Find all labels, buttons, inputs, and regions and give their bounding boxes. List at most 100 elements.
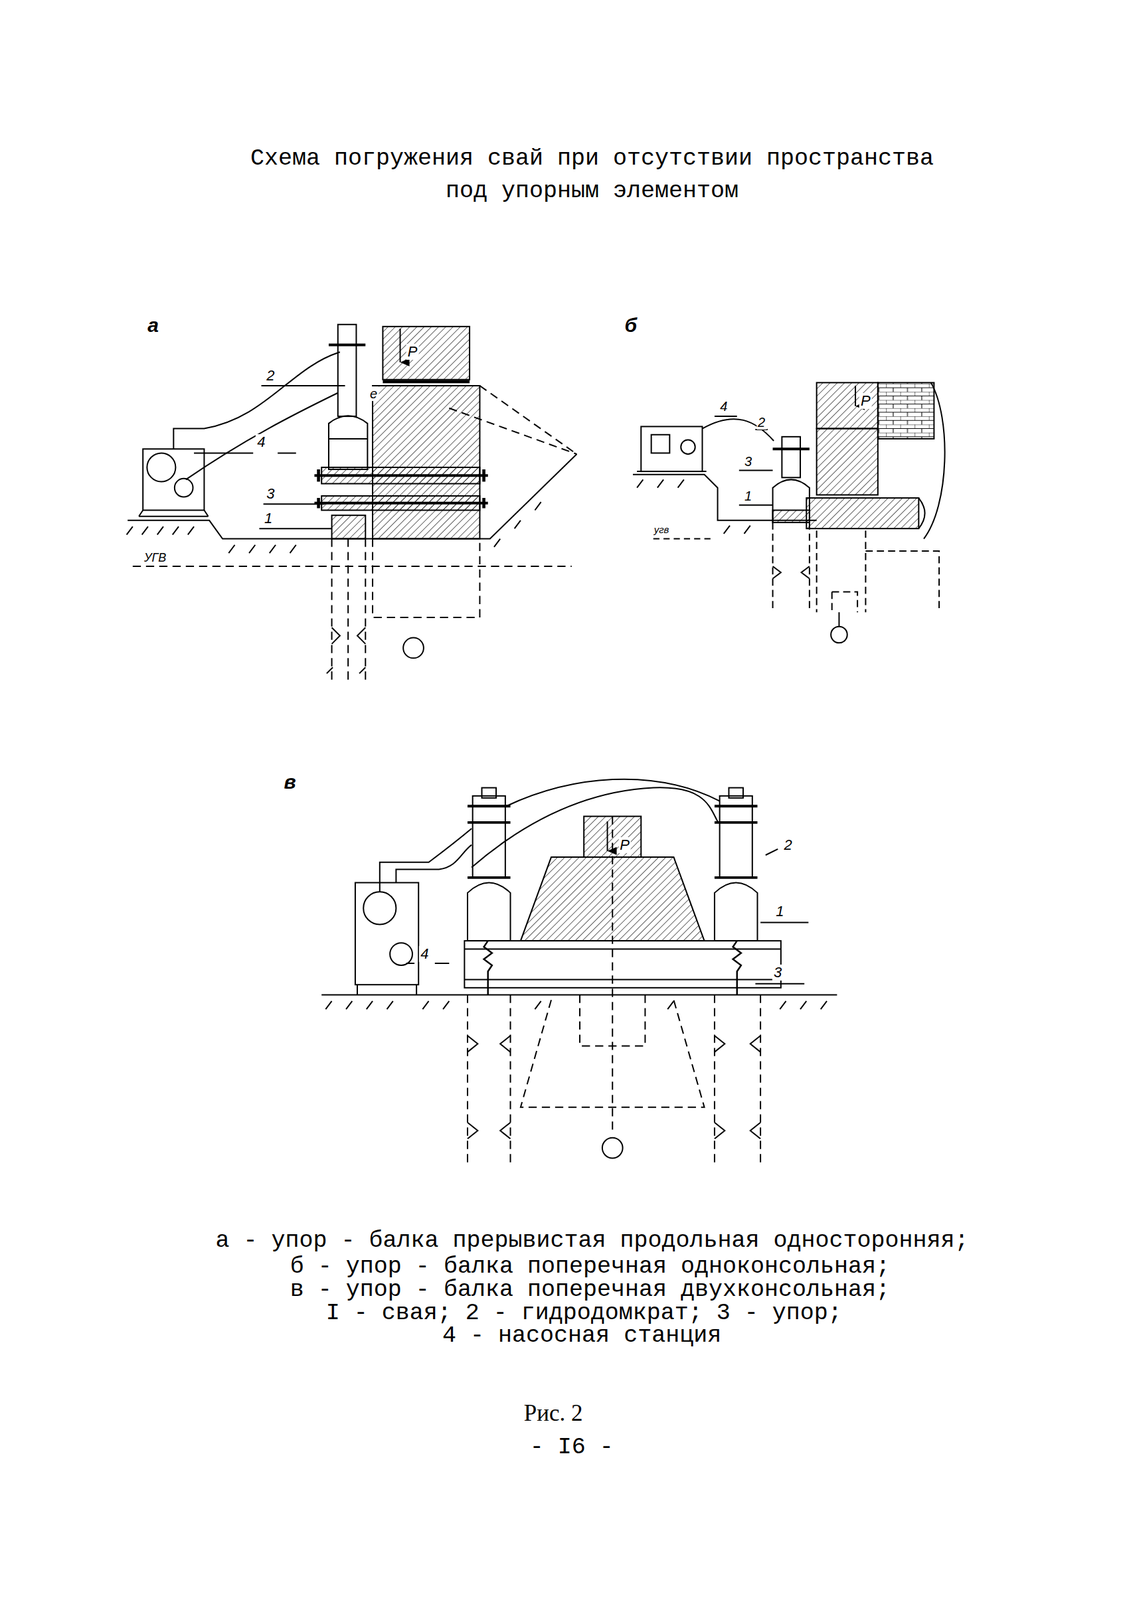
drawing-stroke — [363, 891, 396, 925]
drawing-stroke — [332, 539, 366, 685]
drawing-stroke — [773, 447, 810, 451]
panel-c — [321, 779, 837, 1164]
callout-number: 1 — [774, 903, 785, 920]
legend-line: I - свая; 2 - гидродомкрат; 3 - упор; — [326, 1301, 843, 1327]
callout-number: 4 — [718, 399, 729, 414]
drawing-stroke — [328, 415, 368, 470]
legend-line: в - упор - балка поперечная двухконсольн… — [290, 1277, 890, 1304]
legend-line: 4 - насосная станция — [442, 1323, 722, 1350]
drawing-stroke — [464, 949, 781, 980]
drawing-stroke — [138, 510, 209, 517]
callout-number: Р — [859, 393, 872, 410]
drawing-stroke — [816, 429, 878, 496]
drawing-stroke — [602, 1138, 623, 1159]
panel-letter: б — [623, 313, 639, 336]
drawing-stroke — [382, 380, 470, 384]
drawing-stroke — [314, 475, 488, 503]
legend-line: б - упор - балка поперечная одноконсольн… — [290, 1253, 890, 1280]
drawing-stroke — [506, 779, 720, 807]
drawing-stroke — [389, 943, 413, 966]
drawing-stroke — [142, 448, 204, 511]
drawing-stroke — [607, 821, 609, 852]
drawing-stroke — [471, 787, 718, 868]
drawing-stroke — [357, 984, 417, 995]
callout-number: 4 — [419, 946, 430, 963]
callout-number: 2 — [782, 837, 793, 854]
drawing-stroke — [854, 385, 857, 407]
page-number: - I6 - — [529, 1434, 614, 1461]
callout-number: е — [368, 386, 379, 402]
drawing-stroke — [467, 995, 761, 1165]
drawing-stroke — [318, 469, 485, 509]
drawing-stroke — [918, 498, 925, 529]
caption: Рис. 2 — [523, 1401, 584, 1428]
drawing-stroke — [806, 498, 919, 529]
drawing-stroke — [355, 882, 419, 985]
drawing-stroke — [520, 816, 705, 1133]
callout-number: угв — [652, 523, 671, 536]
panel-letter: в — [282, 771, 297, 793]
drawing-stroke — [923, 382, 946, 539]
drawing-stroke — [640, 426, 702, 472]
drawing-stroke — [193, 385, 345, 529]
drawing-stroke — [714, 806, 758, 878]
drawing-stroke — [395, 845, 472, 884]
drawing-stroke — [467, 788, 511, 942]
drawing-stroke — [467, 882, 511, 942]
callout-number: 3 — [743, 454, 754, 469]
drawing-stroke — [636, 470, 707, 473]
drawing-stroke — [185, 393, 339, 481]
drawing-stroke — [728, 788, 744, 799]
drawing-stroke — [328, 344, 366, 347]
drawing-stroke — [773, 510, 810, 522]
drawing-stroke — [382, 326, 470, 380]
drawing-stroke — [379, 828, 472, 892]
drawing-stroke — [467, 1036, 761, 1139]
drawing-stroke — [372, 539, 480, 618]
panel-letter: а — [146, 313, 161, 336]
drawing-stroke — [328, 438, 368, 440]
drawing-stroke — [714, 882, 758, 942]
drawing-stroke — [326, 627, 366, 674]
drawing-stroke — [403, 638, 424, 659]
callout-number: Р — [406, 344, 420, 360]
drawing-stroke — [714, 788, 758, 942]
drawing-stroke — [472, 796, 506, 878]
drawing-stroke — [482, 788, 497, 799]
panel-b — [632, 382, 946, 643]
drawing-stroke — [174, 478, 194, 498]
drawing-stroke — [127, 454, 577, 540]
drawing-stroke — [816, 382, 878, 429]
drawing-stroke — [719, 796, 753, 878]
drawing-stroke — [406, 849, 809, 985]
drawing-stroke — [332, 515, 366, 539]
drawing-stroke — [325, 1001, 827, 1010]
callout-number: Р — [618, 837, 631, 854]
drawing-stroke — [399, 328, 402, 363]
drawing-stroke — [781, 436, 801, 478]
drawing-stroke — [372, 385, 480, 540]
drawing-stroke — [830, 626, 848, 644]
drawing-stroke — [773, 479, 810, 523]
drawing-stroke — [338, 324, 357, 417]
drawing-stroke — [877, 382, 935, 439]
callout-number: 2 — [264, 367, 276, 384]
drawing-stroke — [680, 439, 696, 455]
callout-number: 4 — [255, 433, 267, 450]
callout-number: 2 — [756, 415, 767, 430]
drawing-stroke — [653, 538, 715, 540]
drawing-stroke — [773, 522, 940, 613]
callout-number: 1 — [743, 488, 754, 504]
callout-number: 1 — [262, 510, 274, 527]
drawing-stroke — [773, 566, 810, 579]
drawing-stroke — [146, 452, 176, 482]
callout-number: УГВ — [142, 551, 168, 566]
drawing-stroke — [132, 565, 572, 568]
callout-number: 3 — [264, 486, 276, 503]
drawing-stroke — [651, 434, 671, 454]
panel-a — [126, 324, 578, 685]
legend-line: а - упор - балка прерывистая продольная … — [215, 1228, 969, 1255]
drawing-stroke — [838, 612, 840, 627]
callout-number: 3 — [772, 964, 783, 981]
